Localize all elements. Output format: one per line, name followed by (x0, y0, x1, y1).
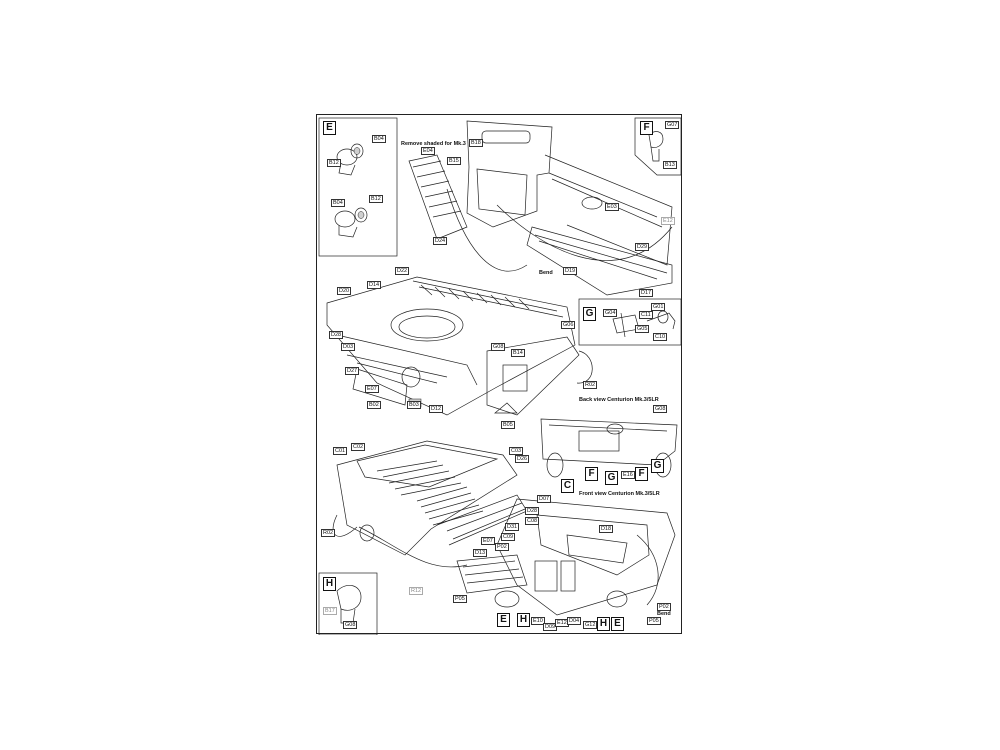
part-label: D12 (429, 405, 444, 413)
step4-drawing (456, 498, 676, 616)
callout-letter: E (497, 613, 510, 627)
part-label: E04 (421, 147, 435, 155)
part-label: D28 (525, 507, 540, 515)
part-label: B14 (511, 349, 525, 357)
note-back-view: Back view Centurion Mk.3/5LR (579, 397, 659, 403)
part-label: D22 (395, 267, 410, 275)
step3-drawing (332, 440, 528, 568)
part-label: D26 (515, 455, 530, 463)
inset-f-frame (634, 117, 682, 176)
part-label: R02 (321, 529, 336, 537)
part-label: D03 (341, 343, 356, 351)
callout-letter: H (517, 613, 530, 627)
note-bend-1: Bend (539, 270, 553, 276)
callout-letter: H (597, 617, 610, 631)
part-label: C11 (639, 311, 653, 319)
part-label: D18 (599, 525, 614, 533)
part-label: B18 (469, 139, 483, 147)
part-label: B17 (323, 607, 337, 615)
part-label: C09 (501, 533, 516, 541)
part-label: G06 (561, 321, 576, 329)
step2-drawing (326, 276, 593, 416)
part-label: D07 (537, 495, 552, 503)
part-label: B04 (331, 199, 345, 207)
part-label: B13 (663, 161, 677, 169)
part-label: G07 (665, 121, 680, 129)
part-label: D31 (505, 523, 520, 531)
inset-e-letter: E (323, 121, 336, 135)
assembly-drawing (318, 117, 682, 635)
shaded-cap-2 (357, 211, 365, 219)
part-label: B12 (369, 195, 383, 203)
back-view-letter: F (635, 467, 648, 481)
part-label: C03 (509, 447, 524, 455)
part-label: D13 (473, 549, 488, 557)
part-label: G08 (653, 405, 668, 413)
part-label: D19 (563, 267, 578, 275)
inset-e-frame (318, 117, 398, 257)
shaded-cap-1 (353, 147, 361, 155)
inset-f-parts (648, 131, 664, 162)
back-view-letter: G (605, 471, 618, 485)
back-view-letter: F (585, 467, 598, 481)
part-label: C10 (653, 333, 668, 341)
part-label: B03 (407, 401, 421, 409)
inset-g-frame (578, 298, 682, 346)
part-label: P02 (495, 543, 509, 551)
part-label: G12 (583, 621, 598, 629)
note-remove-shaded: Remove shaded for Mk.3 (401, 141, 466, 147)
part-label: G08 (343, 621, 358, 629)
part-label: E03 (605, 203, 619, 211)
part-label: B05 (501, 421, 515, 429)
part-label: D04 (567, 617, 582, 625)
part-label: B12 (327, 159, 341, 167)
part-label: E12 (661, 217, 675, 225)
part-label: B15 (447, 157, 461, 165)
part-label: D09 (543, 623, 558, 631)
part-label: G04 (603, 309, 618, 317)
inset-f-letter: F (640, 121, 653, 135)
part-label: E10 (531, 617, 545, 625)
part-label: D27 (345, 367, 360, 375)
part-label: G08 (491, 343, 506, 351)
part-label: D14 (367, 281, 382, 289)
inset-h-letter: H (323, 577, 336, 591)
part-label: P05 (647, 617, 661, 625)
back-view-letter: G (651, 459, 664, 473)
part-label: D20 (337, 287, 352, 295)
part-label: D17 (639, 289, 654, 297)
back-view-letter: C (561, 479, 574, 493)
part-label: C02 (351, 443, 366, 451)
part-label: B04 (372, 135, 386, 143)
part-label: E07 (365, 385, 379, 393)
inset-g-letter: G (583, 307, 596, 321)
instruction-sheet: Remove shaded for Mk.3 Bend Back view Ce… (316, 114, 682, 635)
part-label: C01 (333, 447, 348, 455)
inset-h-frame (318, 572, 378, 635)
note-bend-2: Bend (657, 611, 671, 617)
part-label: G01 (651, 303, 666, 311)
back-view-drawing (540, 418, 678, 478)
part-label: R02 (583, 381, 598, 389)
part-label: C08 (525, 517, 540, 525)
part-label: P02 (657, 603, 671, 611)
part-label: P05 (453, 595, 467, 603)
callout-letter: E (611, 617, 624, 631)
part-label: R12 (409, 587, 424, 595)
part-label: G05 (635, 325, 650, 333)
part-label: D24 (433, 237, 448, 245)
part-label: D28 (329, 331, 344, 339)
inset-e-parts (334, 143, 368, 238)
note-front-view: Front view Centurion Mk.3/5LR (579, 491, 660, 497)
inset-h-parts (336, 584, 362, 624)
part-label: E16 (621, 471, 635, 479)
step1-drawing (408, 120, 673, 296)
part-label: D29 (635, 243, 650, 251)
part-label: B02 (367, 401, 381, 409)
part-label: E07 (481, 537, 495, 545)
